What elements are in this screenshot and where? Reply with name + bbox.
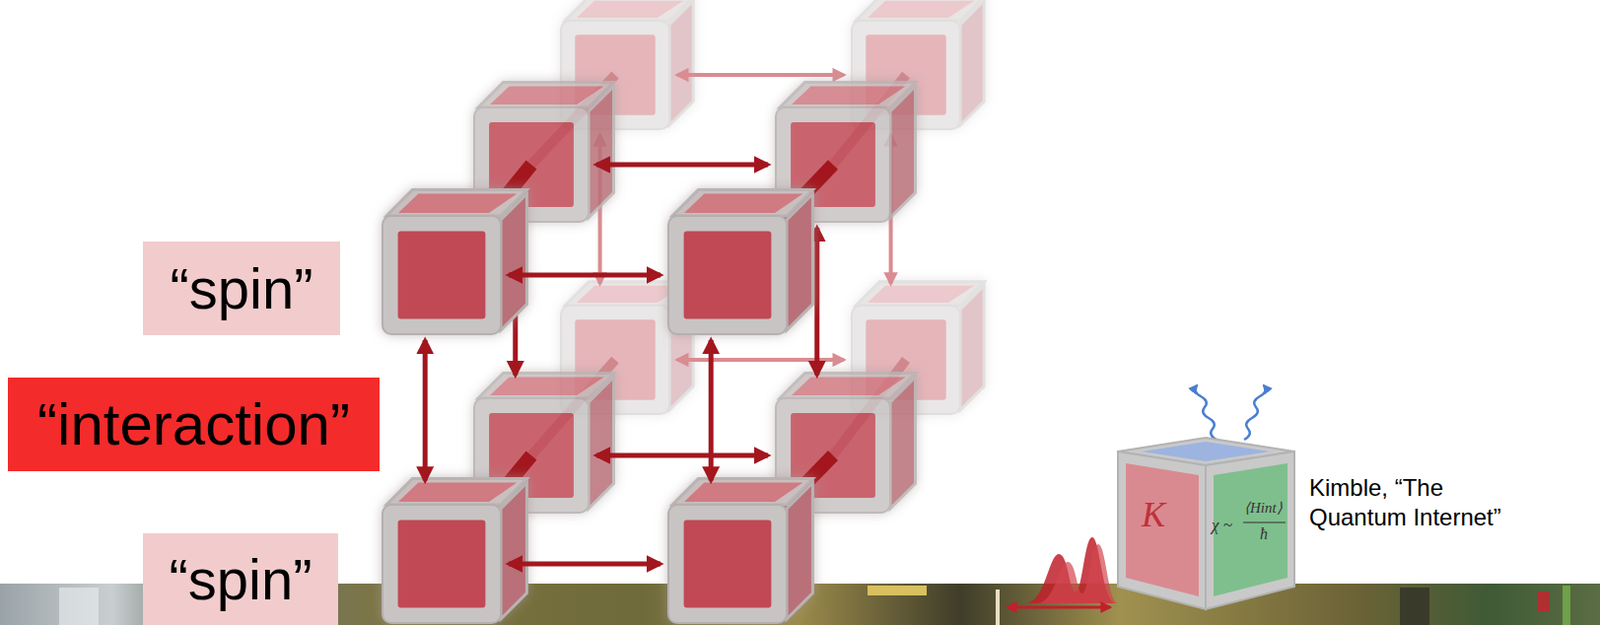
- cube-top: [478, 81, 615, 108]
- cube-top-face: [684, 483, 803, 502]
- cube-top: [386, 190, 527, 216]
- cube-top: [564, 0, 694, 21]
- photon-arrows: [1194, 385, 1266, 440]
- cube-side: [669, 0, 694, 126]
- cube-front: [668, 504, 787, 624]
- photo-detail: [995, 589, 1000, 625]
- citation: Kimble, “The Quantum Internet”: [1309, 473, 1522, 533]
- cube-top: [478, 372, 615, 399]
- coupling-arrow: [708, 340, 714, 482]
- cube-side: [786, 194, 813, 331]
- cube-top-face: [398, 483, 517, 502]
- spin-lattice: [382, 0, 984, 624]
- lattice-cube: [668, 479, 813, 624]
- box-label: “spin”: [169, 260, 313, 318]
- cube-side: [960, 285, 984, 411]
- box-label: “spin”: [168, 551, 312, 609]
- coupling-arrow: [596, 453, 768, 459]
- coupling-arrow: [508, 561, 661, 567]
- cube-side: [588, 376, 615, 509]
- photon-squiggle: [1244, 385, 1266, 440]
- photo-detail: [1537, 591, 1550, 612]
- cube-top: [386, 479, 527, 505]
- coupling-arrow: [596, 162, 768, 168]
- wave-packet: [1007, 537, 1118, 608]
- cube-top-face: [867, 0, 974, 18]
- cube-front-face: [398, 520, 487, 609]
- cube-top-face: [489, 376, 605, 396]
- cube-side: [960, 0, 984, 126]
- cube-side: [890, 85, 916, 218]
- cube-top-face: [576, 0, 684, 18]
- spin-box: “spin”: [142, 241, 341, 336]
- cube-side: [500, 483, 527, 620]
- fraction-bar: [1243, 521, 1286, 523]
- cube-top: [672, 190, 813, 216]
- interaction-box: “interaction”: [7, 377, 380, 472]
- formula-denominator: ħ: [1259, 526, 1268, 543]
- node-cube: Kχ ~ ⟨Hint⟩ ħ: [1112, 394, 1300, 614]
- formula-numerator: ⟨Hint⟩: [1244, 500, 1283, 516]
- cube-top: [779, 81, 916, 108]
- cube-top-face: [398, 194, 517, 213]
- formula-text: χ ~: [1211, 516, 1233, 534]
- coupling-arrow: [814, 227, 820, 375]
- cube-side: [890, 376, 916, 509]
- lattice-cube: [382, 479, 527, 624]
- cube-top: [855, 281, 984, 306]
- lattice-cube: [382, 190, 527, 335]
- cube-top-face: [576, 285, 684, 303]
- cube-top: [779, 372, 916, 399]
- cube-front-face: [684, 231, 772, 320]
- cube-front-face: [398, 231, 487, 320]
- photo-detail: [59, 587, 99, 625]
- cube-front-face: [684, 520, 772, 609]
- cube-top-face: [867, 285, 974, 303]
- cube-front: [382, 215, 501, 335]
- photo-detail: [867, 585, 927, 596]
- cube-side: [588, 85, 615, 218]
- coupling-arrow: [422, 340, 428, 482]
- cube-side: [500, 194, 527, 331]
- cube-top: [855, 0, 984, 21]
- cube-top-face: [791, 85, 906, 105]
- cube-front: [1205, 451, 1295, 610]
- pulse: [1037, 544, 1118, 604]
- cube-top: [672, 479, 813, 505]
- coupling-arrow: [677, 72, 844, 77]
- photo-detail: [1399, 587, 1430, 625]
- cube-top-face: [489, 85, 605, 105]
- box-label: “interaction”: [37, 395, 350, 455]
- cube-top-face: [684, 194, 803, 213]
- cube-front: [382, 504, 501, 624]
- spin-box: “spin”: [142, 533, 339, 625]
- cube-left-face: [1125, 463, 1199, 597]
- pulse-arrow: [1007, 606, 1111, 610]
- cube-top-face: [791, 376, 906, 396]
- cube-left: [1117, 451, 1206, 610]
- lattice-cube: [668, 190, 813, 335]
- photo-detail: [1562, 585, 1571, 625]
- cube-side: [786, 483, 813, 620]
- coupling-arrow: [508, 273, 661, 279]
- photon-squiggle: [1194, 385, 1217, 440]
- coupling-symbol: K: [1141, 496, 1166, 533]
- cube-front: [668, 215, 787, 335]
